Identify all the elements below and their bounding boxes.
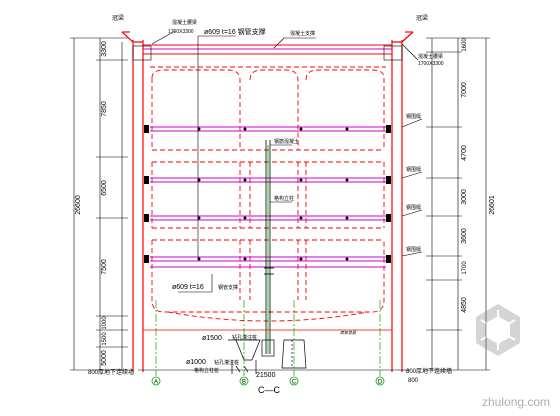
- wale-label: 钢围檩: [406, 113, 421, 120]
- right-note-dim: 1700X3300: [418, 61, 444, 67]
- left-dim: 6500: [101, 180, 108, 196]
- lattice-label: 格构立柱: [274, 195, 294, 202]
- section-label: C—C: [258, 385, 280, 395]
- axis-marker-a: [151, 376, 161, 386]
- corner-label-left: 冠梁: [112, 14, 124, 22]
- left-dim: 7850: [101, 101, 108, 117]
- center-tag: 钢筋混凝土: [274, 138, 299, 145]
- left-dim: 3300: [101, 41, 108, 57]
- wale-label: 钢围檩: [406, 204, 421, 211]
- right-dim: 1600: [462, 38, 468, 52]
- base-note-label: 底板垫层: [340, 330, 357, 335]
- strut-spec-lower: ø609 t=16: [172, 284, 204, 291]
- left-dim: 1000: [102, 316, 108, 330]
- axis-label-a: A: [154, 380, 158, 386]
- top-beam-label: 混凝土支撑: [290, 30, 315, 37]
- right-dim: 4850: [461, 297, 468, 313]
- watermark-logo: [476, 304, 520, 356]
- wale-label: 钢围檩: [406, 246, 421, 253]
- axis-grid: [155, 300, 381, 376]
- wale-label: 钢围檩: [406, 166, 421, 173]
- axis-markers: [151, 376, 385, 386]
- left-dim: 7500: [101, 259, 108, 275]
- axis-label-c: C: [292, 380, 297, 386]
- pile-note-label: 钻孔灌注桩: [232, 334, 257, 341]
- bored-piles: [228, 339, 307, 374]
- axis-marker-b: [239, 376, 249, 386]
- pile2-note-label: 钻孔灌注桩: [214, 359, 239, 366]
- strut-nodes: [197, 127, 349, 261]
- left-dimension-lines: [70, 37, 128, 371]
- pile2-note2-label: 格构立柱桩: [194, 367, 219, 374]
- diaphragm-walls: [121, 31, 414, 372]
- right-dim: 3000: [461, 189, 468, 205]
- right-dimension-lines: [426, 37, 490, 371]
- left-wall-label: 800厚地下连续墙: [88, 368, 134, 376]
- lattice-column: [261, 140, 292, 357]
- left-note-dim: 1700X3300: [168, 29, 194, 35]
- left-dim: 5000: [101, 350, 108, 366]
- left-note-label: 混凝土腰梁: [172, 19, 197, 26]
- axis-label-d: D: [378, 380, 383, 386]
- watermark-text: zhulong.com: [482, 395, 550, 409]
- right-note-label: 混凝土腰梁: [418, 53, 443, 60]
- strut-suffix: 钢管支撑: [218, 284, 238, 291]
- axis-marker-c: [289, 376, 299, 386]
- strut-spec-label: ø609 t=16 钢管支撑: [204, 27, 266, 36]
- pile2-dia-label: ø1000: [186, 359, 206, 366]
- left-total-dim: 26600: [75, 195, 82, 215]
- top-concrete-beam: [132, 44, 403, 61]
- axis-label-b: B: [242, 380, 246, 386]
- right-small-dim: 800: [408, 378, 419, 384]
- right-dim: 4700: [461, 145, 468, 161]
- right-dim: 7000: [461, 82, 468, 98]
- right-dim: 1700: [462, 261, 468, 275]
- axis-marker-d: [375, 376, 385, 386]
- right-wall-label: 800厚地下连续墙: [406, 367, 452, 375]
- left-dim: 1500: [102, 332, 108, 346]
- corner-label-right: 冠梁: [416, 14, 428, 22]
- leader-lines: [151, 30, 423, 293]
- right-total-dim: 26601: [489, 195, 496, 215]
- pile-dia-label: ø1500: [202, 335, 222, 342]
- width-dimension: 21500: [256, 372, 276, 379]
- wale-blocks: [144, 125, 391, 263]
- right-dim: 3600: [461, 228, 468, 244]
